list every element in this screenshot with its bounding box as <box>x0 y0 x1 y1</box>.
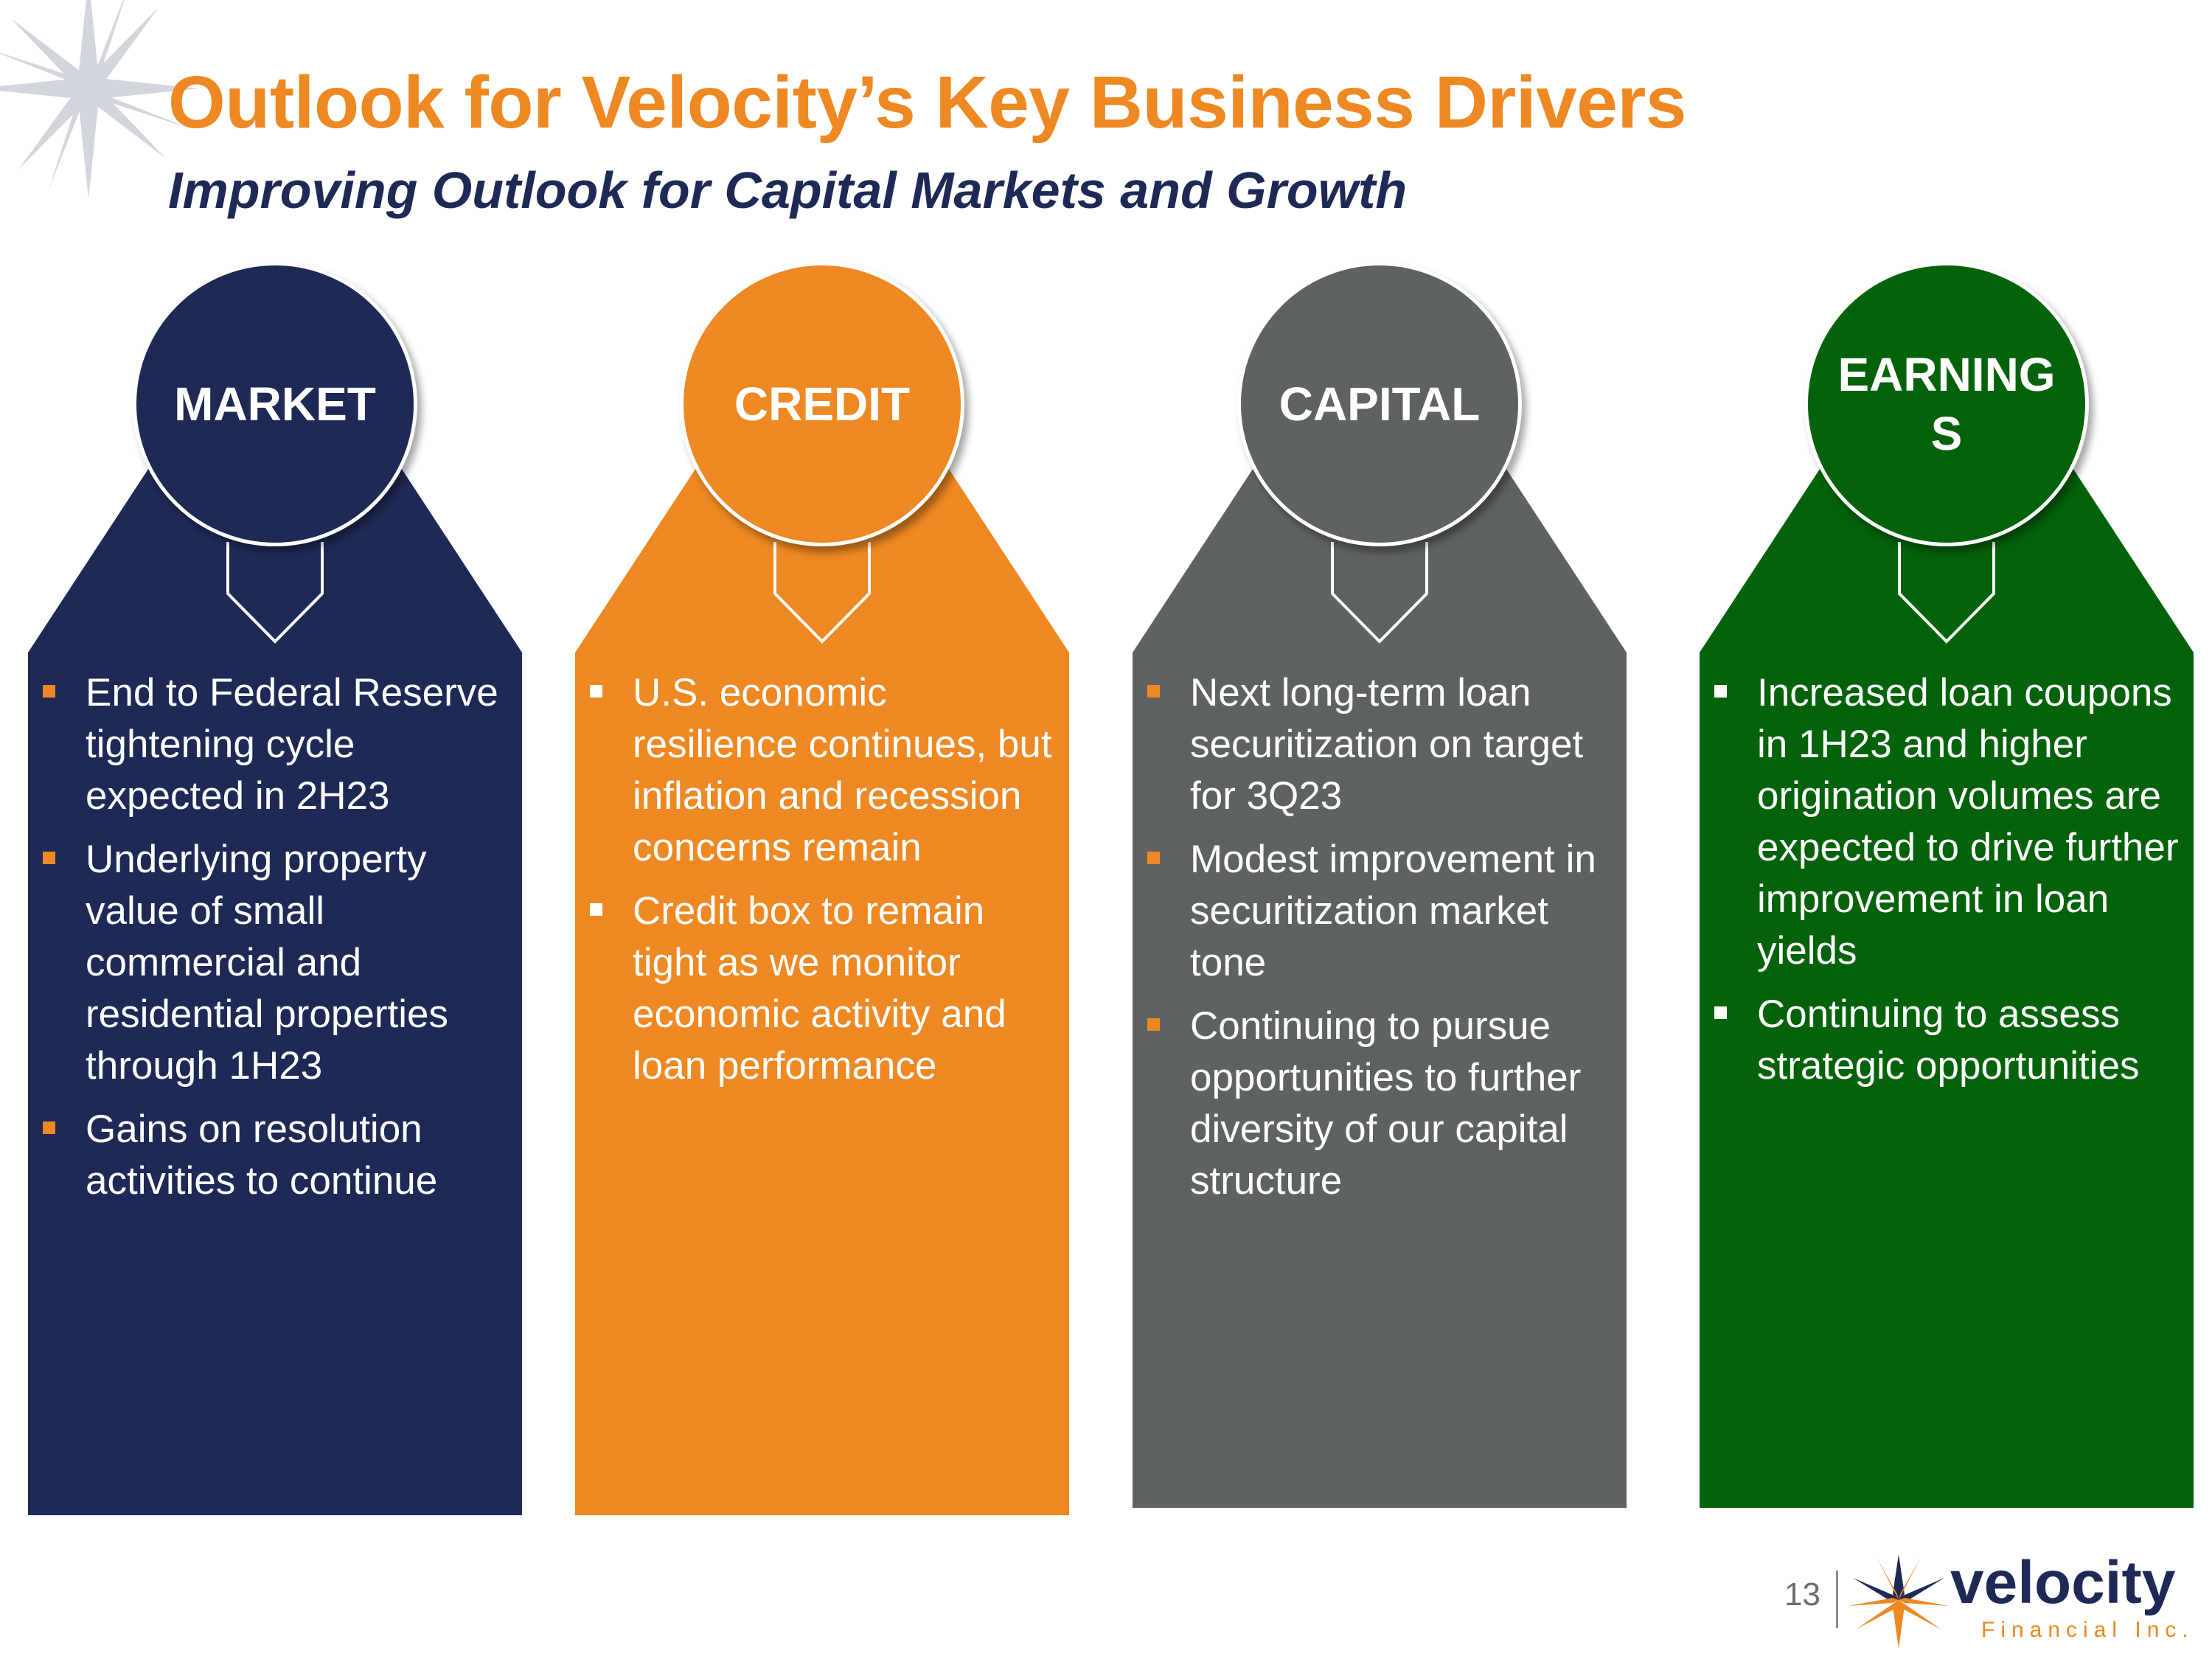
page-subtitle: Improving Outlook for Capital Markets an… <box>168 161 1408 219</box>
bullet-square-icon <box>1147 685 1160 698</box>
bullet-text: Credit box to remain tight as we monitor… <box>633 889 1006 1088</box>
list-item: Credit box to remain tight as we monitor… <box>590 886 1058 1092</box>
bullet-square-icon <box>43 685 55 698</box>
bullet-text: Continuing to pursue opportunities to fu… <box>1190 1004 1582 1203</box>
column-background <box>1133 439 1627 1508</box>
bullet-text: Modest improvement in securitization mar… <box>1190 838 1596 984</box>
bullet-text: Next long-term loan securitization on ta… <box>1190 671 1584 818</box>
bullet-text: Gains on resolution activities to contin… <box>86 1107 438 1203</box>
column-fill <box>1133 439 1627 1508</box>
column-bullet-list: End to Federal Reserve tightening cycle … <box>43 667 511 1219</box>
chevron-down-icon <box>773 542 871 644</box>
decorative-star-icon <box>0 0 199 199</box>
column-fill <box>28 439 522 1515</box>
driver-column-capital: CAPITAL Next long-term loan securitizati… <box>1133 262 1627 1515</box>
bullet-text: Increased loan coupons in 1H23 and highe… <box>1757 671 2179 973</box>
bullet-square-icon <box>590 903 602 916</box>
column-label: MARKET <box>174 378 376 431</box>
bullet-text: Continuing to assess strategic opportuni… <box>1757 992 2140 1088</box>
list-item: U.S. economic resilience continues, but … <box>590 667 1058 874</box>
column-background <box>575 439 1069 1515</box>
bullet-square-icon <box>1714 1006 1727 1019</box>
column-fill <box>575 439 1069 1515</box>
bullet-square-icon <box>1147 852 1160 864</box>
list-item: End to Federal Reserve tightening cycle … <box>43 667 511 822</box>
column-circle: CAPITAL <box>1237 262 1522 546</box>
chevron-down-icon <box>1898 542 1995 644</box>
logo-tagline: Financial Inc. <box>1981 1618 2194 1642</box>
column-circle: CREDIT <box>680 262 964 546</box>
column-label: EARNINGS <box>1837 348 2056 460</box>
driver-column-earnings: EARNINGS Increased loan coupons in 1H23 … <box>1700 262 2194 1515</box>
column-bullet-list: Next long-term loan securitization on ta… <box>1147 667 1615 1219</box>
column-circle: EARNINGS <box>1804 262 2089 546</box>
column-circle: MARKET <box>133 262 417 546</box>
driver-column-credit: CREDIT U.S. economic resilience continue… <box>575 262 1069 1515</box>
driver-column-market: MARKET End to Federal Reserve tightening… <box>28 262 522 1515</box>
column-background <box>1700 439 2194 1508</box>
velocity-logo: velocity Financial Inc. <box>1848 1549 2194 1649</box>
star-logo-icon <box>1848 1554 1949 1649</box>
list-item: Gains on resolution activities to contin… <box>43 1104 511 1207</box>
list-item: Underlying property value of small comme… <box>43 834 511 1092</box>
bullet-square-icon <box>590 685 602 698</box>
chevron-down-icon <box>226 542 324 644</box>
list-item: Continuing to assess strategic opportuni… <box>1714 989 2183 1092</box>
list-item: Increased loan coupons in 1H23 and highe… <box>1714 667 2183 977</box>
logo-wordmark: velocity <box>1950 1549 2176 1616</box>
column-label: CREDIT <box>734 378 911 431</box>
page-number: 13 <box>1784 1576 1820 1613</box>
bullet-text: Underlying property value of small comme… <box>86 838 448 1088</box>
bullet-square-icon <box>43 1121 55 1134</box>
page-title: Outlook for Velocity’s Key Business Driv… <box>168 61 1686 144</box>
chevron-down-icon <box>1331 542 1428 644</box>
bullet-text: U.S. economic resilience continues, but … <box>633 671 1052 869</box>
bullet-square-icon <box>1714 685 1727 698</box>
list-item: Continuing to pursue opportunities to fu… <box>1147 1001 1615 1207</box>
column-label: CAPITAL <box>1279 378 1481 431</box>
bullet-square-icon <box>43 852 55 864</box>
column-bullet-list: Increased loan coupons in 1H23 and highe… <box>1714 667 2183 1104</box>
column-fill <box>1700 439 2194 1508</box>
column-background <box>28 439 522 1515</box>
list-item: Modest improvement in securitization mar… <box>1147 834 1615 989</box>
footer-divider <box>1836 1571 1838 1628</box>
bullet-square-icon <box>1147 1018 1160 1031</box>
list-item: Next long-term loan securitization on ta… <box>1147 667 1615 822</box>
column-bullet-list: U.S. economic resilience continues, but … <box>590 667 1058 1104</box>
bullet-text: End to Federal Reserve tightening cycle … <box>86 671 498 818</box>
